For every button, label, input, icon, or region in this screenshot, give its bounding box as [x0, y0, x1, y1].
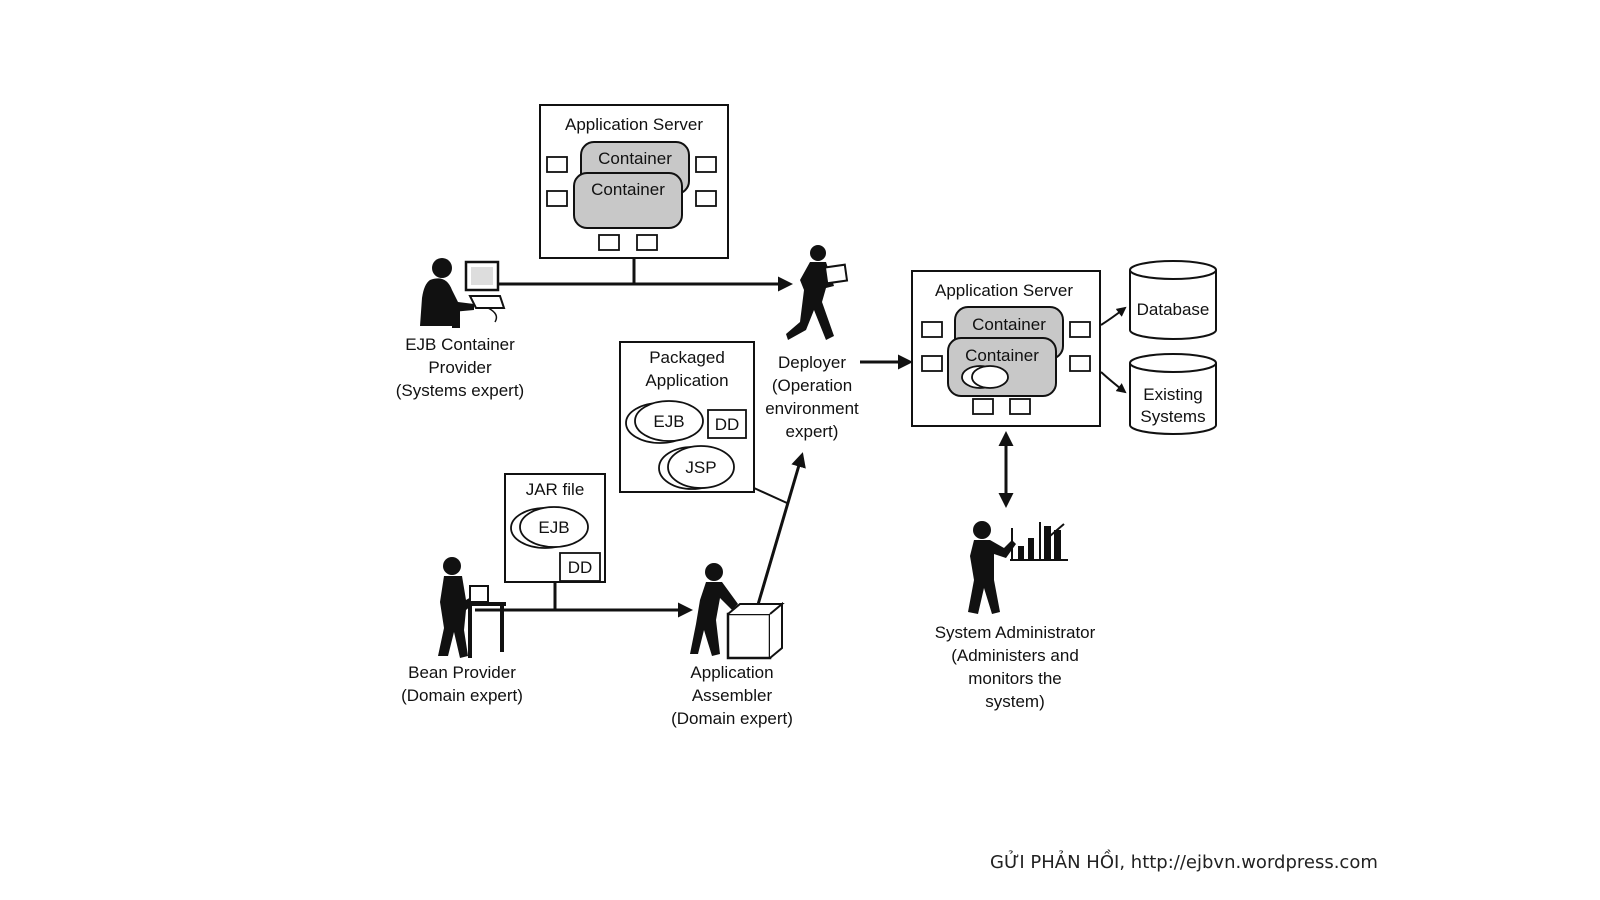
packaged-application-box: Packaged Application EJB DD JSP [619, 341, 755, 493]
jar-file-title: JAR file [526, 480, 585, 499]
system-administrator-label-1: System Administrator [935, 623, 1096, 642]
existing-systems-cylinder: Existing Systems [1129, 353, 1217, 435]
deployer-label-4: expert) [786, 422, 839, 441]
connectors [475, 258, 1127, 618]
existing-systems-label-2: Systems [1140, 407, 1205, 426]
website-link[interactable]: http://ejbvn.wordpress.com [1130, 852, 1378, 873]
application-assembler-label-3: (Domain expert) [671, 709, 793, 728]
bean-box-icon [469, 585, 489, 603]
arrow-server-to-existing-systems [1100, 371, 1127, 394]
ejb-container-provider-label-3: (Systems expert) [396, 381, 524, 400]
arrow-assembler-to-deployer [755, 452, 806, 609]
packaged-dd-label: DD [715, 415, 740, 434]
system-administrator-figure [968, 521, 1068, 614]
link-package-to-arrow [753, 487, 788, 504]
application-assembler-label-1: Application [690, 663, 773, 682]
container-front [573, 172, 683, 229]
deployer-label-3: environment [765, 399, 859, 418]
ejb-ellipse [634, 400, 704, 442]
box-icon [726, 612, 772, 660]
system-administrator-label-4: system) [985, 692, 1045, 711]
jar-dd-label: DD [568, 558, 593, 577]
ejb-ellipse [519, 506, 589, 548]
packaged-jsp-label: JSP [685, 458, 716, 477]
workbench [464, 602, 506, 658]
container-back-label: Container [598, 149, 672, 168]
dd-box [559, 552, 601, 582]
footer: GỬI PHẢN HỒI, http://ejbvn.wordpress.com [990, 852, 1378, 873]
container-front-label: Container [591, 180, 665, 199]
deployer-label-2: (Operation [772, 376, 852, 395]
application-server-right: Application Server Container Container [911, 270, 1101, 427]
ejb-container-provider-figure [420, 258, 506, 328]
arrow-server-to-database [1100, 306, 1127, 326]
application-server-right-title: Application Server [935, 281, 1073, 300]
database-cylinder: Database [1129, 260, 1217, 340]
container-front-label: Container [965, 346, 1039, 365]
system-administrator-label-3: monitors the [968, 669, 1062, 688]
application-server-top-title: Application Server [565, 115, 703, 134]
database-label: Database [1137, 300, 1210, 319]
bean-ellipse [971, 365, 1009, 389]
system-administrator-label-2: (Administers and [951, 646, 1079, 665]
package-icon [823, 263, 849, 285]
jsp-ellipse [667, 445, 735, 489]
ejb-container-provider-label-2: Provider [428, 358, 492, 377]
jar-file-box: JAR file EJB DD [504, 473, 606, 583]
application-server-top: Application Server Container Container [539, 104, 729, 259]
dd-box [707, 409, 747, 439]
application-assembler-figure [690, 563, 785, 660]
deployer-label-1: Deployer [778, 353, 846, 372]
feedback-label[interactable]: GỬI PHẢN HỒI, [990, 852, 1126, 873]
deployer-figure [786, 245, 849, 340]
ejb-container-provider-label-1: EJB Container [405, 335, 515, 354]
bean-provider-label-1: Bean Provider [408, 663, 516, 682]
packaged-application-title-1: Packaged [649, 348, 725, 367]
existing-systems-label-1: Existing [1143, 385, 1203, 404]
bean-provider-figure [438, 557, 506, 658]
packaged-ejb-label: EJB [653, 412, 684, 431]
packaged-application-title-2: Application [645, 371, 728, 390]
keyboard-icon [468, 295, 506, 309]
bean-provider-label-2: (Domain expert) [401, 686, 523, 705]
container-back-label: Container [972, 315, 1046, 334]
application-assembler-label-2: Assembler [692, 686, 773, 705]
jar-ejb-label: EJB [538, 518, 569, 537]
